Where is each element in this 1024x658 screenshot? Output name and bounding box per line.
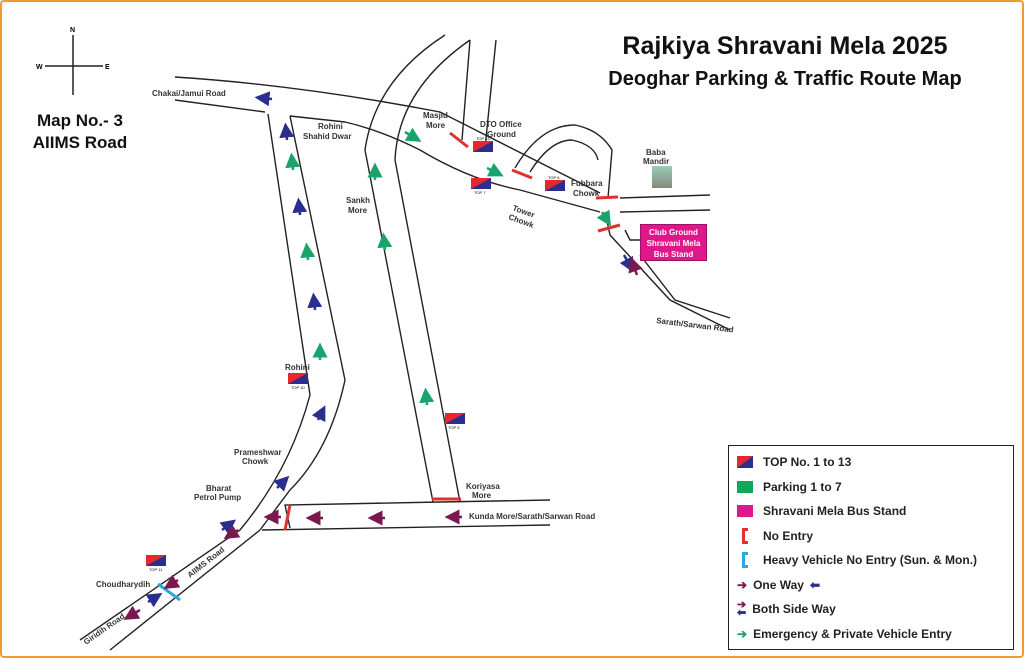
baba-mandir-image <box>652 166 672 188</box>
top-markers: TOP 13 TOP 7 TOP 6 TOP 10 TOP 5 TOP 11 <box>146 136 565 572</box>
legend-label: Heavy Vehicle No Entry (Sun. & Mon.) <box>763 553 978 568</box>
label: Koriyasa <box>466 482 500 491</box>
legend-label: No Entry <box>763 528 814 543</box>
legend-no-entry: No Entry <box>729 524 1013 549</box>
bus-stand-swatch-icon <box>737 505 753 518</box>
bus-stand-line: Shravani Mela <box>646 239 701 248</box>
label: Sarath/Sarwan Road <box>656 316 734 334</box>
label: Prameshwar <box>234 448 282 457</box>
label: More <box>472 491 492 500</box>
roads <box>79 34 731 651</box>
bus-stand-label: Club Ground Shravani Mela Bus Stand <box>640 224 707 261</box>
label: Mandir <box>643 157 669 166</box>
label: Ground <box>487 130 516 139</box>
place-labels: Chakai/Jamui Road Rohini Shahid Dwar Mas… <box>82 89 734 647</box>
top-label: TOP 7 <box>474 190 486 195</box>
legend-top: TOP No. 1 to 13 <box>729 450 1013 475</box>
legend-label: Emergency & Private Vehicle Entry <box>753 626 952 641</box>
label-chakai: Chakai/Jamui Road <box>152 89 226 98</box>
label: Baba <box>646 148 666 157</box>
top-label: TOP 6 <box>548 175 560 180</box>
map-name: AIIMS Road <box>32 133 128 152</box>
label: Petrol Pump <box>194 493 241 502</box>
label: Rohini <box>318 122 343 131</box>
both-way-arrow-icon: ➔⬅ <box>737 599 747 620</box>
legend-one-way: ➔ One Way ⬅ <box>729 573 1013 598</box>
traffic-arrows <box>123 91 643 620</box>
label: More <box>348 206 368 215</box>
label: Masjid <box>423 111 448 120</box>
legend-both-way: ➔⬅ Both Side Way <box>729 597 1013 622</box>
compass-e: E <box>105 64 110 71</box>
label: Rohini <box>285 363 310 372</box>
heavy-vehicle-no-entry <box>157 582 181 602</box>
label: Chowk <box>242 457 269 466</box>
top-label: TOP 10 <box>291 385 305 390</box>
legend-emergency: ➔ Emergency & Private Vehicle Entry <box>729 622 1013 647</box>
legend-bus: Shravani Mela Bus Stand <box>729 499 1013 524</box>
compass-w: W <box>36 64 43 71</box>
label: Shahid Dwar <box>303 132 351 141</box>
one-way-arrow-left-icon: ⬅ <box>809 577 821 592</box>
label: Kunda More/Sarath/Sarwan Road <box>469 512 595 521</box>
label: Chowk <box>573 189 600 198</box>
map-subtitle: Deoghar Parking & Traffic Route Map <box>608 68 962 90</box>
label: Choudharydih <box>96 580 150 589</box>
compass-n: N <box>70 27 75 34</box>
label: Bharat <box>206 484 232 493</box>
top-flag-icon <box>737 456 753 469</box>
map-no: Map No.- 3 <box>37 111 123 130</box>
legend: TOP No. 1 to 13 Parking 1 to 7 Shravani … <box>728 445 1014 650</box>
label: Sankh <box>346 196 370 205</box>
legend-label: One Way <box>753 577 804 592</box>
label: Fubbara <box>571 179 603 188</box>
top-label: TOP 13 <box>476 136 490 141</box>
heavy-vehicle-icon <box>742 552 748 569</box>
legend-label: Shravani Mela Bus Stand <box>763 504 907 519</box>
label: More <box>426 121 446 130</box>
emergency-arrow-icon: ➔ <box>737 626 748 641</box>
label: DTO Office <box>480 120 522 129</box>
one-way-arrow-icon: ➔ <box>737 577 748 592</box>
legend-label: Both Side Way <box>752 602 836 617</box>
map-title: Rajkiya Shravani Mela 2025 <box>622 32 948 60</box>
bus-stand-line: Club Ground <box>649 228 698 237</box>
legend-heavy: Heavy Vehicle No Entry (Sun. & Mon.) <box>729 548 1013 573</box>
no-entry-markers <box>283 131 621 531</box>
legend-label: Parking 1 to 7 <box>763 479 842 494</box>
compass-icon: N W E <box>36 27 110 95</box>
top-label: TOP 11 <box>149 567 163 572</box>
top-label: TOP 5 <box>448 425 460 430</box>
map-number: Map No.- 3 AIIMS Road <box>20 110 140 154</box>
legend-parking: Parking 1 to 7 <box>729 475 1013 500</box>
bus-stand-line: Bus Stand <box>653 250 694 259</box>
parking-swatch-icon <box>737 480 753 493</box>
legend-label: TOP No. 1 to 13 <box>763 455 852 470</box>
no-entry-icon <box>742 527 748 544</box>
